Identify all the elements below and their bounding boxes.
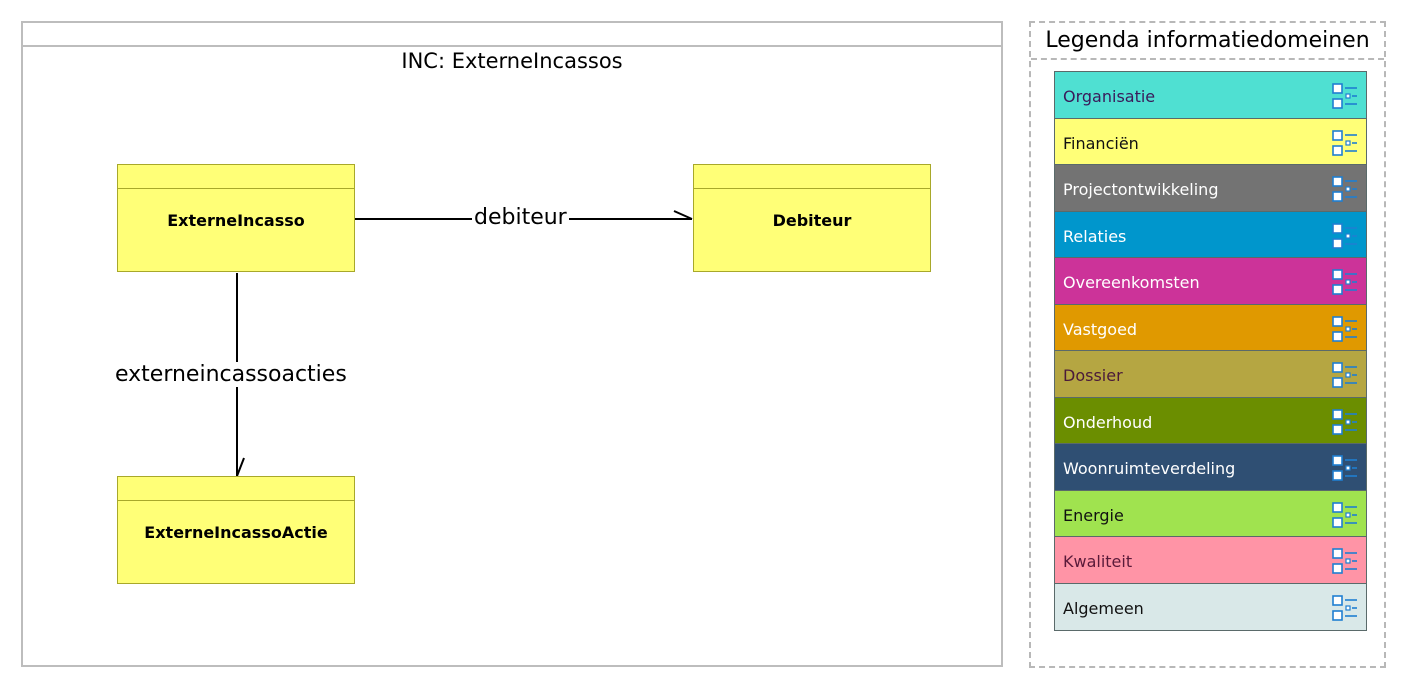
legend-item[interactable]: Overeenkomsten [1054,257,1367,305]
class-header [118,477,354,501]
class-name: ExterneIncasso [167,211,305,230]
class-list-icon [1332,501,1357,528]
legend-item-label: Overeenkomsten [1063,273,1200,292]
legend-item[interactable]: Vastgoed [1054,303,1367,352]
legend-item-label: Algemeen [1063,598,1144,618]
legend-item-label: Organisatie [1063,87,1156,106]
legend-item[interactable]: Financiën [1054,117,1367,166]
class-name: Debiteur [772,211,852,230]
class-list-icon [1332,176,1357,202]
class-list-icon [1332,548,1357,574]
legend-title-divider [1031,58,1384,60]
association-label-debiteur: debiteur [472,205,569,230]
class-externe-incasso-actie[interactable]: ExterneIncassoActie [117,476,355,584]
association-label-externeincassoacties: externeincassoacties [113,362,349,387]
legend-item[interactable]: Algemeen [1054,582,1367,631]
class-name: ExterneIncassoActie [144,523,328,542]
legend-item-label: Vastgoed [1063,319,1138,339]
legend-item[interactable]: Dossier [1054,350,1367,398]
legend-item-label: Woonruimteverdeling [1063,459,1236,478]
class-list-icon [1332,362,1357,388]
class-list-icon [1332,315,1357,342]
class-list-icon [1332,269,1357,295]
legend-item[interactable]: Onderhoud [1054,396,1367,445]
legend-item[interactable]: Organisatie [1054,71,1367,119]
class-list-icon [1332,222,1357,249]
class-header [694,165,930,189]
class-list-icon [1332,83,1357,109]
package-frame-tab-divider [23,45,1001,47]
legend-item[interactable]: Woonruimteverdeling [1054,443,1367,491]
class-list-icon [1332,129,1357,156]
class-list-icon [1332,455,1357,481]
legend-item[interactable]: Projectontwikkeling [1054,164,1367,212]
legend-item-label: Relaties [1063,226,1127,246]
legend-item[interactable]: Relaties [1054,210,1367,259]
legend-item-label: Financiën [1063,133,1139,153]
legend-item[interactable]: Kwaliteit [1054,536,1367,584]
class-externe-incasso[interactable]: ExterneIncasso [117,164,355,272]
class-list-icon [1332,594,1357,621]
legend-title: Legenda informatiedomeinen [1045,28,1370,53]
class-list-icon [1332,408,1357,435]
legend-item-label: Onderhoud [1063,412,1153,432]
legend-item-label: Dossier [1063,366,1123,385]
legend-item[interactable]: Energie [1054,489,1367,538]
class-header [118,165,354,189]
package-title: INC: ExterneIncassos [401,49,623,73]
legend-item-label: Kwaliteit [1063,552,1133,571]
legend-item-label: Projectontwikkeling [1063,180,1219,199]
legend-item-label: Energie [1063,505,1124,525]
class-debiteur[interactable]: Debiteur [693,164,931,272]
